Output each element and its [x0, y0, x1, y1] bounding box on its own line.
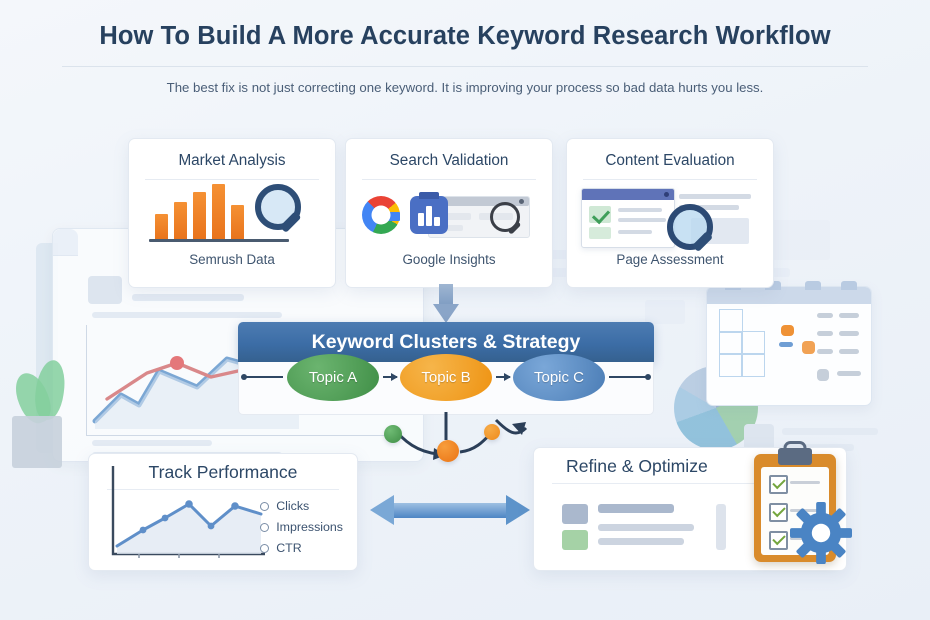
refine-chip: [562, 530, 588, 550]
title-divider: [62, 66, 868, 67]
card-divider: [552, 483, 828, 484]
card-divider: [145, 179, 319, 180]
card-search-validation[interactable]: Search Validation: [345, 138, 553, 288]
card-footer-label: Page Assessment: [616, 252, 724, 267]
card-track-performance[interactable]: Track Performance Clicks Impressions CTR: [88, 453, 358, 571]
panel-line: [839, 313, 859, 318]
topic-label: Topic B: [421, 369, 471, 386]
topic-label: Topic A: [308, 369, 358, 386]
gear-icon: [790, 502, 852, 564]
card-artwork: [129, 180, 335, 252]
legend-item: Impressions: [260, 517, 343, 538]
refine-line: [598, 504, 674, 513]
bg-line: [782, 428, 878, 435]
card-title: Refine & Optimize: [566, 456, 708, 476]
topic-lead-line: [241, 374, 283, 380]
card-footer-label: Google Insights: [402, 252, 496, 267]
topic-bubble-b[interactable]: Topic B: [400, 354, 492, 401]
magnifier-icon: [255, 184, 302, 233]
cluster-node-green: [384, 425, 402, 443]
panel-accent: [779, 342, 793, 347]
magnifier-icon: [490, 202, 522, 235]
card-title: Track Performance: [148, 462, 298, 482]
legend-item: Clicks: [260, 496, 343, 517]
arrow-down-icon: [433, 284, 459, 324]
card-title: Market Analysis: [178, 152, 286, 169]
browser-titlebar: [53, 229, 78, 256]
topic-bubble-c[interactable]: Topic C: [513, 354, 605, 401]
refine-chip: [716, 504, 726, 550]
panel-accent: [817, 369, 829, 381]
topic-label: Topic C: [533, 369, 585, 386]
panel-line: [837, 371, 861, 376]
legend-label: CTR: [276, 541, 302, 555]
grid-cell: [719, 353, 743, 377]
bg-line: [92, 440, 212, 446]
grid-cell: [719, 331, 743, 355]
legend-label: Impressions: [276, 520, 343, 534]
refine-line: [598, 538, 684, 545]
card-content-evaluation[interactable]: Content Evaluation Page Assessment: [566, 138, 774, 288]
chart-baseline: [149, 239, 289, 242]
panel-accent: [802, 341, 815, 354]
card-title: Content Evaluation: [605, 152, 735, 169]
topic-tail-line: [609, 374, 651, 380]
panel-line: [817, 313, 833, 318]
bg-dashboard-panel: [706, 281, 872, 406]
bg-line: [92, 312, 282, 318]
panel-line: [839, 331, 859, 336]
panel-tab: [841, 281, 857, 290]
grid-cell: [741, 331, 765, 355]
bg-thumb: [88, 276, 122, 304]
topics-row: Topic A Topic B Topic C: [238, 354, 654, 415]
legend-label: Clicks: [276, 499, 310, 513]
magnifier-icon: [667, 204, 714, 253]
card-divider: [583, 179, 757, 180]
arrow-left-right-icon: [370, 490, 530, 530]
line-chart-icon: [111, 466, 265, 558]
refine-line: [598, 524, 694, 531]
page-subtitle: The best fix is not just correcting one …: [166, 80, 764, 95]
topic-bubble-a[interactable]: Topic A: [287, 354, 379, 401]
panel-header: [707, 287, 871, 304]
keyword-cluster-section: Keyword Clusters & Strategy Topic A Topi…: [238, 322, 654, 415]
chart-legend: Clicks Impressions CTR: [260, 496, 343, 559]
card-artwork: [346, 180, 552, 252]
grid-cell: [719, 309, 743, 333]
page-title: How To Build A More Accurate Keyword Res…: [99, 22, 831, 50]
legend-marker-icon: [260, 502, 270, 511]
card-divider: [362, 179, 536, 180]
legend-item: CTR: [260, 538, 343, 559]
panel-tab: [805, 281, 821, 290]
panel-tab: [765, 281, 781, 290]
panel-line: [817, 349, 833, 354]
bg-line: [132, 294, 244, 301]
plant-pot: [12, 416, 62, 468]
legend-marker-icon: [260, 544, 270, 553]
bar-chart-icon: [155, 184, 244, 240]
panel-line: [839, 349, 859, 354]
google-logo-icon: [362, 196, 400, 234]
bg-strip: [645, 300, 685, 324]
card-refine-optimize[interactable]: Refine & Optimize: [533, 441, 852, 571]
card-footer-label: Semrush Data: [189, 252, 275, 267]
card-divider: [107, 489, 339, 490]
card-market-analysis[interactable]: Market Analysis Semrush Data: [128, 138, 336, 288]
search-console-icon: [410, 192, 448, 234]
card-artwork: [567, 180, 773, 253]
card-title: Search Validation: [389, 152, 509, 169]
cluster-node-orange-large: [437, 440, 459, 462]
panel-line: [817, 331, 833, 336]
grid-cell: [741, 353, 765, 377]
topic-arrow-a-b: [383, 373, 398, 381]
panel-accent: [781, 325, 794, 336]
legend-marker-icon: [260, 523, 270, 532]
refine-chip: [562, 504, 588, 524]
cluster-node-orange-small: [484, 424, 500, 440]
document-check-icon: [581, 188, 675, 248]
topic-arrow-b-c: [496, 373, 511, 381]
